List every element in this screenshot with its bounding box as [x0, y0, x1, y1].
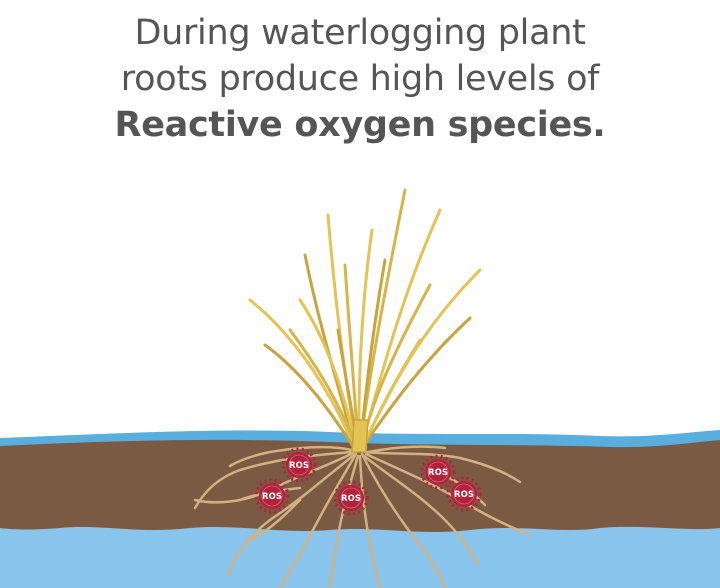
ros-label: ROS — [289, 461, 309, 471]
headline-line-3: Reactive oxygen species. — [114, 105, 606, 145]
ros-badge: ROS — [420, 454, 456, 490]
headline: During waterlogging plant roots produce … — [0, 10, 720, 148]
headline-line-2: roots produce high levels of — [120, 59, 600, 99]
ros-label: ROS — [428, 468, 448, 478]
ros-badge: ROS — [254, 478, 290, 514]
headline-line-1: During waterlogging plant — [134, 13, 586, 53]
ros-badge: ROS — [333, 480, 369, 516]
ros-label: ROS — [341, 494, 361, 504]
ros-label: ROS — [454, 490, 474, 500]
ros-badge: ROS — [281, 447, 317, 483]
ros-badge: ROS — [446, 476, 482, 512]
ros-label: ROS — [262, 492, 282, 502]
plant — [248, 188, 482, 453]
